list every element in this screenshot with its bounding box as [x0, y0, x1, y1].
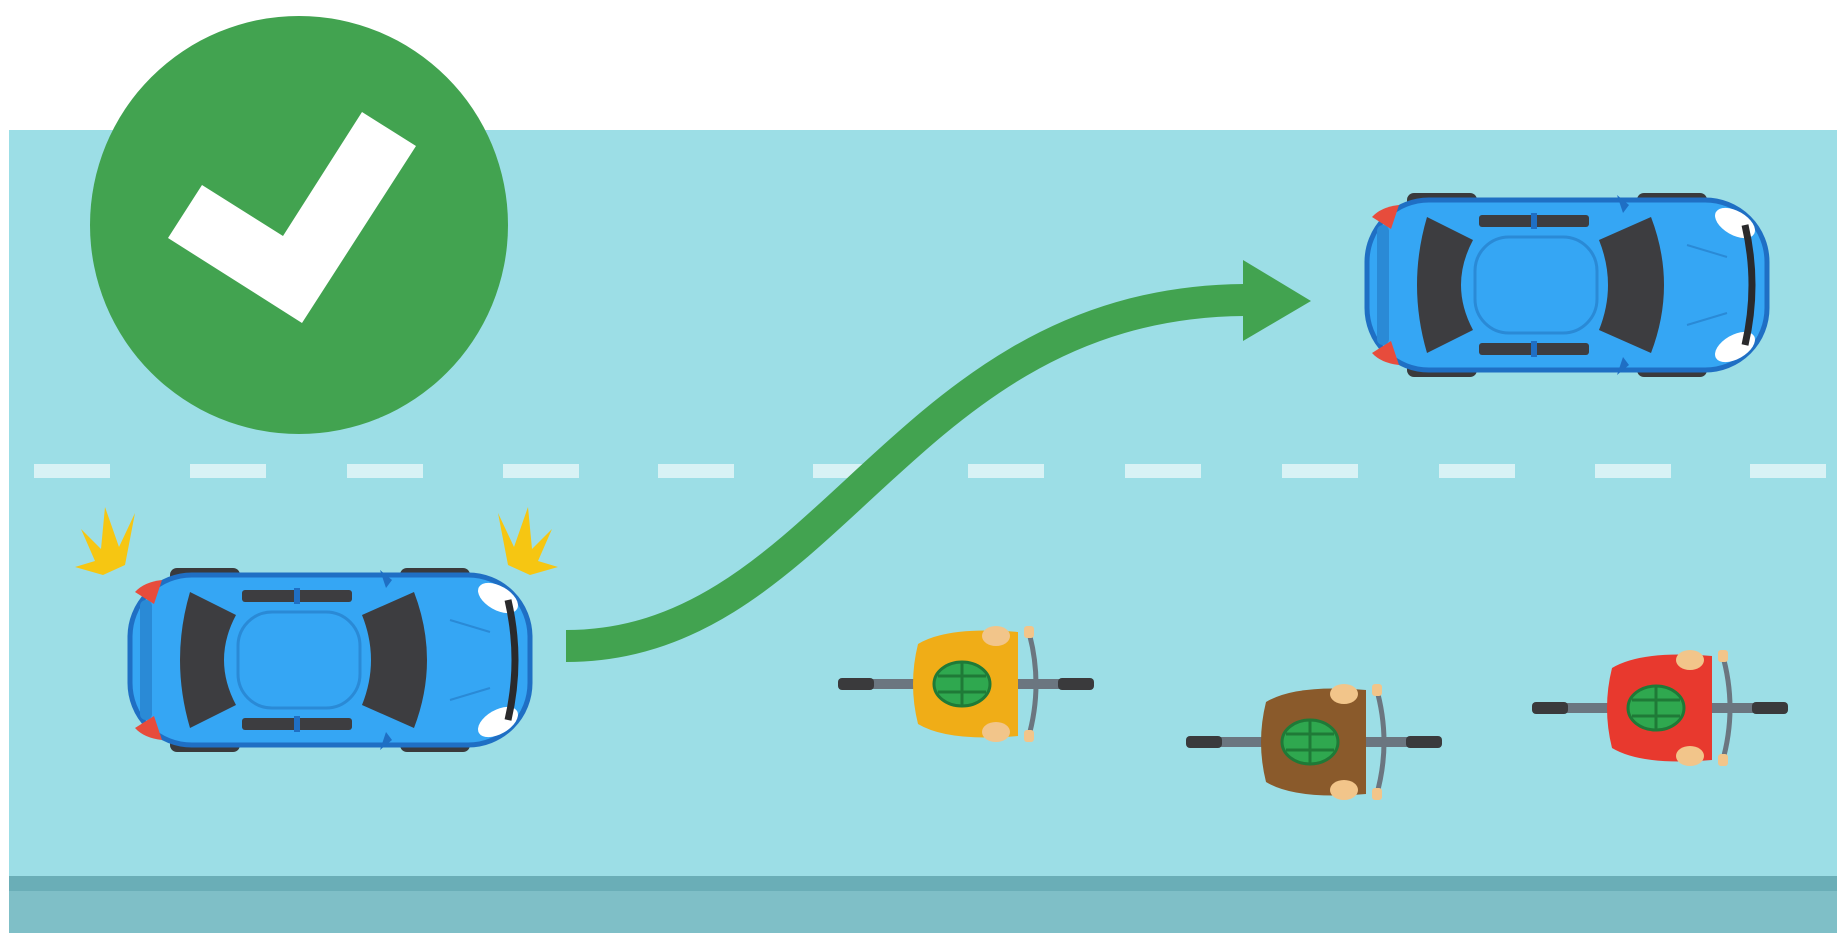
- checkmark-in-circle-icon: [90, 16, 508, 434]
- overtaking-car-after: [1367, 193, 1767, 377]
- curb-edge: [9, 876, 1837, 891]
